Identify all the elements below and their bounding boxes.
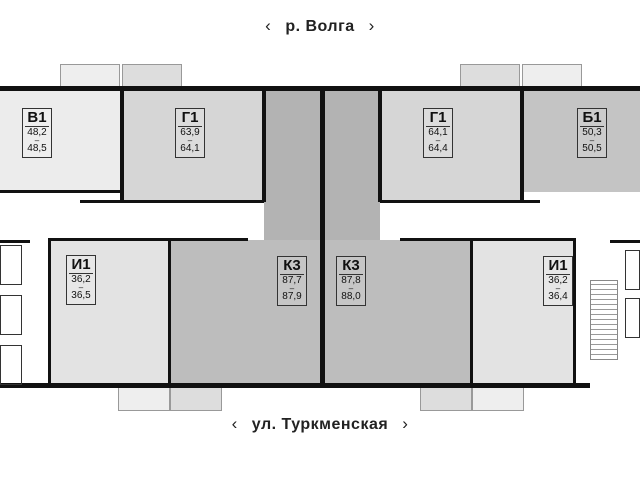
wall (380, 200, 540, 203)
prev-arrow-icon[interactable]: ‹ (265, 16, 272, 35)
wall (378, 86, 382, 202)
unit-v1[interactable] (0, 90, 122, 192)
wall (520, 86, 524, 202)
next-arrow-icon[interactable]: › (402, 414, 409, 433)
wall (48, 238, 248, 241)
wall (262, 86, 266, 202)
balcony (420, 385, 472, 411)
wall (470, 240, 473, 388)
balcony (122, 64, 182, 90)
next-arrow-icon[interactable]: › (368, 16, 375, 35)
balcony (118, 385, 170, 411)
unit-i1-right[interactable] (472, 240, 575, 385)
wall (400, 238, 575, 241)
balcony (170, 385, 222, 411)
wall (610, 240, 640, 243)
prev-arrow-icon[interactable]: ‹ (231, 414, 238, 433)
elevator-icon (0, 245, 22, 285)
wall (48, 238, 51, 388)
wall (0, 190, 122, 193)
unit-b1[interactable] (522, 90, 640, 192)
unit-k3-right[interactable] (325, 240, 472, 385)
wall (120, 86, 124, 202)
elevator-icon (625, 298, 640, 338)
wall (0, 383, 590, 388)
wall (320, 86, 325, 388)
elevator-icon (0, 345, 22, 385)
elevator-icon (625, 250, 640, 290)
unit-k3-left[interactable] (170, 240, 320, 385)
bottom-street-name: ул. Туркменская (251, 416, 389, 433)
balcony (472, 385, 524, 411)
balcony (522, 64, 582, 90)
stairs-icon (590, 280, 618, 360)
unit-i1-left[interactable] (50, 240, 170, 385)
shaft-right (325, 90, 380, 240)
top-street-name: р. Волга (285, 18, 355, 35)
top-street-label: ‹ р. Волга › (0, 16, 640, 36)
wall (168, 240, 171, 388)
elevator-icon (0, 295, 22, 335)
wall (80, 200, 264, 203)
wall (573, 238, 576, 388)
shaft-left (264, 90, 320, 240)
wall (0, 240, 30, 243)
bottom-street-label: ‹ ул. Туркменская › (0, 414, 640, 434)
